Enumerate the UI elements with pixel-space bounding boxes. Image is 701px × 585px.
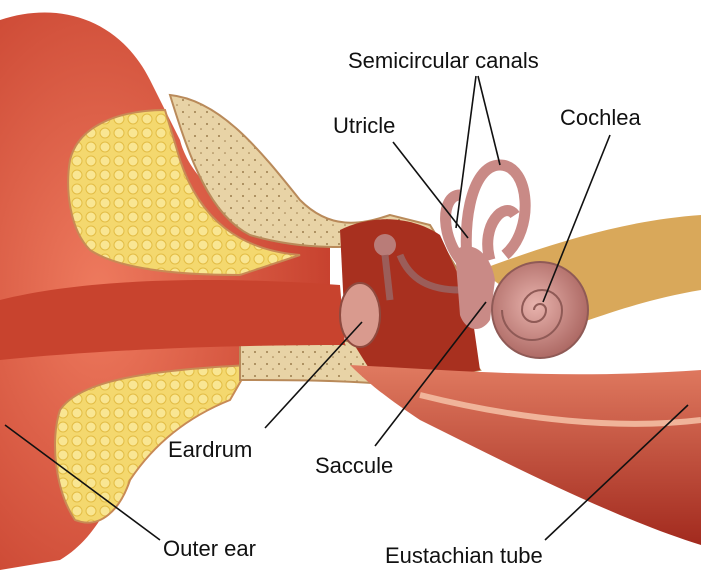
cochlea-shape xyxy=(491,261,589,359)
utricle-shape xyxy=(455,246,495,330)
label-outer-ear: Outer ear xyxy=(163,536,256,561)
label-utricle: Utricle xyxy=(333,113,395,138)
ear-canal xyxy=(0,280,345,360)
label-saccule: Saccule xyxy=(315,453,393,478)
label-semicircular-canals: Semicircular canals xyxy=(348,48,539,73)
eustachian-tube-shape xyxy=(350,365,701,545)
fat-tissue-upper xyxy=(67,108,301,277)
fat-tissue-lower xyxy=(54,363,252,524)
label-eardrum: Eardrum xyxy=(168,437,252,462)
eardrum-shape xyxy=(339,282,381,348)
label-cochlea: Cochlea xyxy=(560,105,641,130)
middle-ear-cavity xyxy=(340,219,480,380)
label-eustachian-tube: Eustachian tube xyxy=(385,543,543,568)
leader-lines xyxy=(4,75,689,541)
